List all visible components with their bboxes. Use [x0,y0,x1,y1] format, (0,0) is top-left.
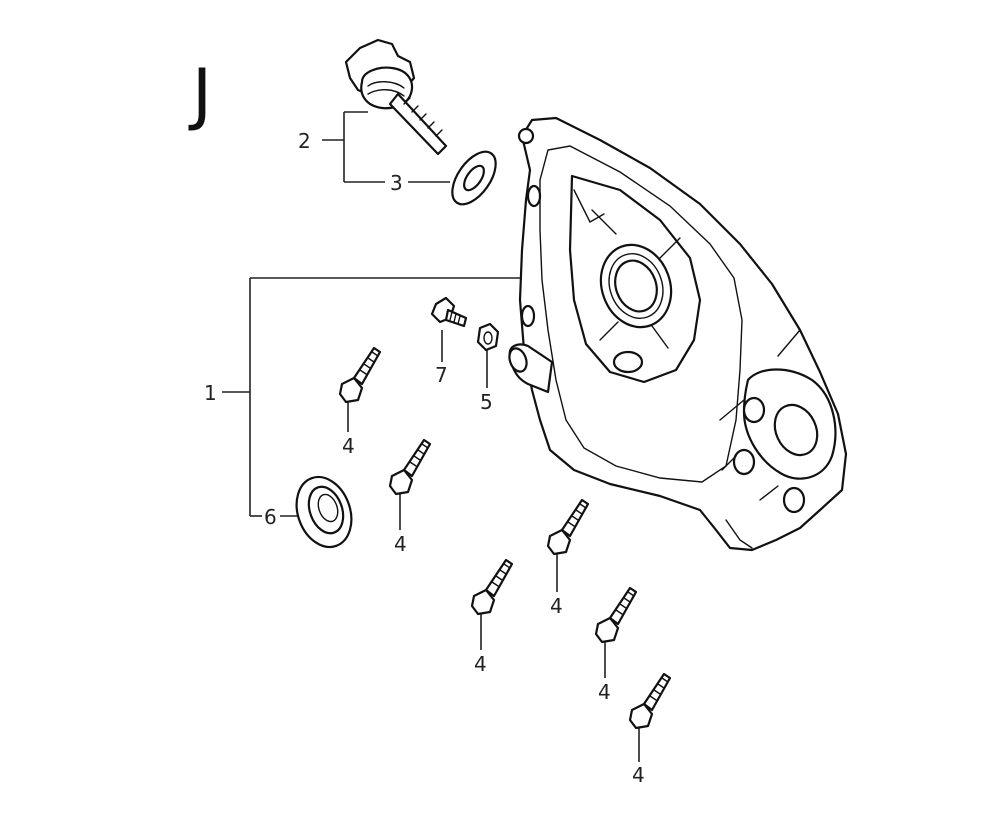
callout-5: 5 [480,390,493,414]
oil-cap-dipstick [344,38,448,156]
bolt-7 [430,296,468,328]
callout-4a: 4 [342,434,355,458]
callout-4d: 4 [474,652,487,676]
callout-7: 7 [435,363,448,387]
bolt-4e [594,586,638,644]
callout-1: 1 [204,381,217,405]
callout-4b: 4 [394,532,407,556]
bolt-4a [338,346,382,404]
callout-6: 6 [264,505,277,529]
callout-3: 3 [390,171,403,195]
washer-3 [451,150,497,206]
leader-lines [222,111,640,762]
callout-4e: 4 [598,680,611,704]
bolt-4b [388,438,432,496]
bolt-4f [628,672,672,730]
bolt-4d [470,558,514,616]
oil-seal-6 [295,475,353,549]
callout-4f: 4 [632,763,645,787]
nut-5 [476,322,500,352]
callout-2: 2 [298,129,311,153]
bolt-4c [546,498,590,556]
callout-4c: 4 [550,594,563,618]
crankcase-cover [508,116,848,552]
section-letter: J [188,55,212,134]
